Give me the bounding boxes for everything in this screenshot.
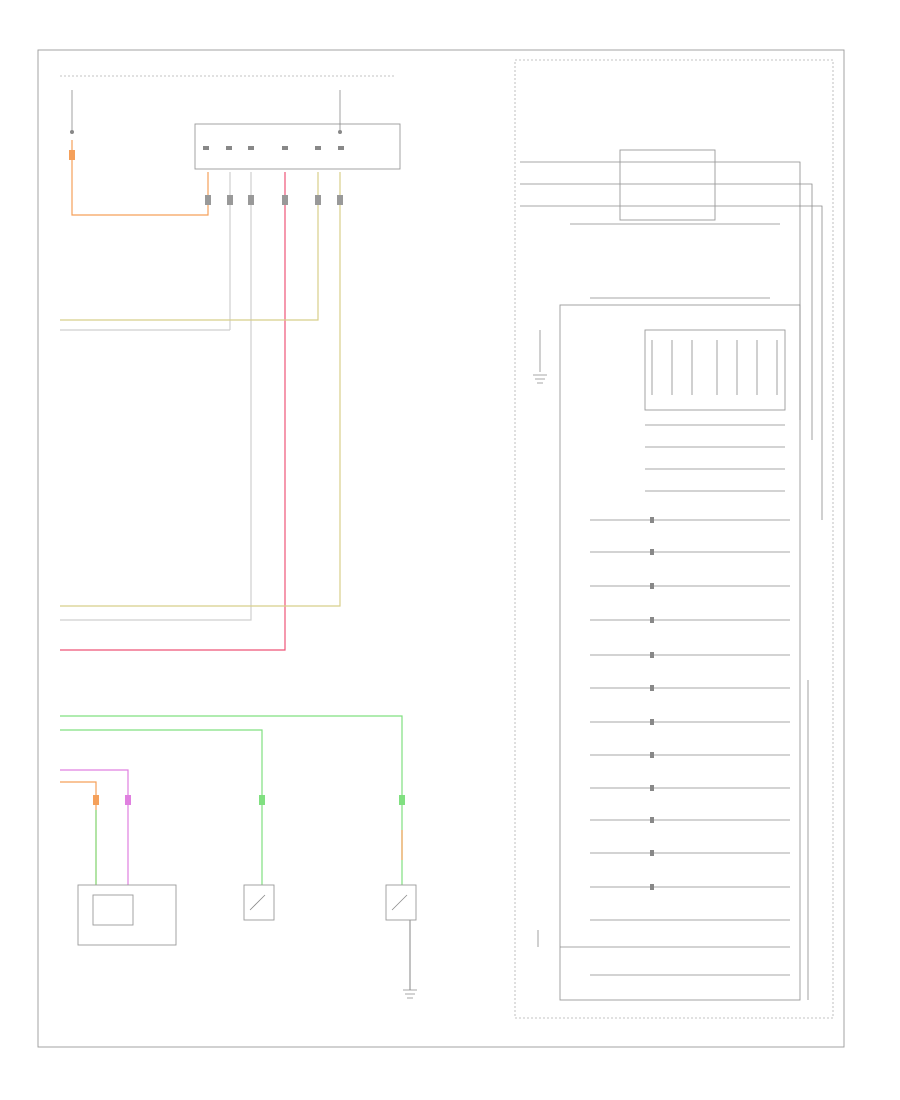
indicator-rows	[560, 424, 790, 976]
tan-wire-1	[60, 172, 319, 321]
green-wire-main	[60, 715, 403, 885]
connector	[315, 195, 321, 205]
connector	[93, 795, 99, 805]
gray-wire-2	[60, 172, 252, 621]
instrument-cluster-dashed-boundary	[514, 59, 834, 1019]
data-link-connector	[619, 149, 716, 221]
cluster-inputs-top	[520, 149, 780, 299]
connector	[248, 195, 254, 205]
inline-connectors	[69, 150, 343, 205]
fuel-level-sensor-box	[77, 884, 177, 946]
pin	[315, 146, 321, 150]
red-wire	[60, 172, 286, 651]
connector	[69, 150, 75, 160]
fuse-block-area	[60, 75, 401, 170]
indicator-lamps	[650, 517, 654, 890]
connector	[282, 195, 288, 205]
fuse-right	[338, 130, 342, 134]
connector	[399, 795, 405, 805]
fuse-block-pins	[203, 146, 344, 150]
pin	[248, 146, 254, 150]
connector	[205, 195, 211, 205]
bus-lines-vertical	[780, 161, 823, 520]
pin	[338, 146, 344, 150]
ground-icon	[533, 374, 547, 384]
parking-brake-switch	[385, 884, 417, 921]
switch-contact	[391, 894, 408, 911]
ground-icon	[403, 989, 417, 999]
connector	[337, 195, 343, 205]
tan-wire-2	[60, 172, 341, 607]
cluster-module	[644, 329, 786, 411]
fuel-level-sensor	[92, 894, 134, 926]
orange-wire-lower	[60, 781, 97, 885]
lower-inline-connectors	[93, 795, 405, 805]
switch-contact	[249, 894, 266, 911]
module-diodes	[651, 340, 778, 395]
connector	[227, 195, 233, 205]
instrument-cluster	[559, 304, 801, 1001]
diagram-frame	[37, 49, 845, 1048]
connector	[259, 795, 265, 805]
green-wire-branch	[60, 729, 263, 885]
pin	[203, 146, 209, 150]
pin	[282, 146, 288, 150]
fuse-block	[194, 123, 401, 170]
fuse-left	[70, 130, 74, 134]
orange-wire	[71, 140, 209, 216]
connector	[125, 795, 131, 805]
brake-fluid-level-switch	[243, 884, 275, 921]
violet-wire	[60, 769, 129, 885]
pin	[226, 146, 232, 150]
